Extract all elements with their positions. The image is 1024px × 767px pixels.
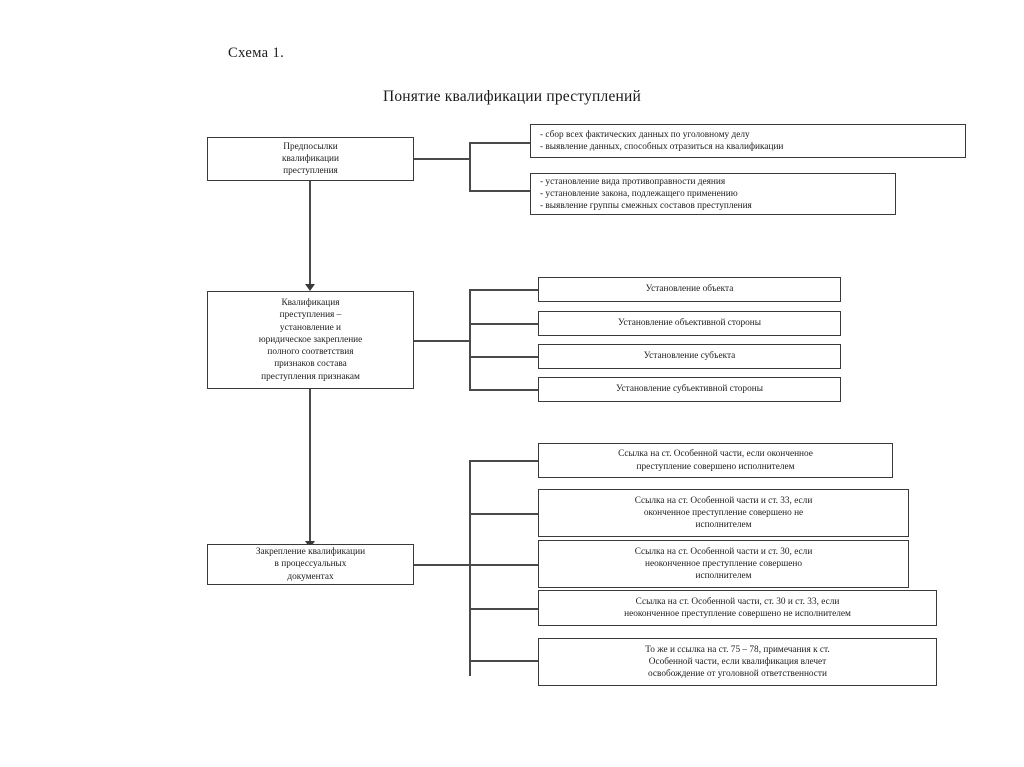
node-qualification-branch-3-label: Установление субъекта xyxy=(643,351,736,362)
connector-premises-spine xyxy=(469,142,471,191)
node-consolidation-branch-1-label: Ссылка на ст. Особенной части, если окон… xyxy=(618,449,813,472)
node-consolidation: Закрепление квалификации в процессуальны… xyxy=(207,544,414,585)
connector-premises-branch-2 xyxy=(469,190,531,192)
connector-premises-stem xyxy=(414,158,470,160)
connector-qualification-stem xyxy=(414,340,470,342)
node-qualification-branch-4: Установление субъективной стороны xyxy=(538,377,841,402)
connector-consolidation-branch-5 xyxy=(469,660,539,662)
node-qualification-branch-1: Установление объекта xyxy=(538,277,841,302)
node-consolidation-branch-2-label: Ссылка на ст. Особенной части и ст. 33, … xyxy=(634,495,813,531)
node-qualification: Квалификация преступления – установление… xyxy=(207,291,414,389)
node-qualification-branch-4-label: Установление субъективной стороны xyxy=(616,384,763,395)
node-consolidation-branch-3: Ссылка на ст. Особенной части и ст. 30, … xyxy=(538,540,909,588)
node-premises-branch-1-label: - сбор всех фактических данных по уголов… xyxy=(540,129,784,152)
connector-consolidation-spine xyxy=(469,460,471,676)
connector-premises-branch-1 xyxy=(469,142,531,144)
connector-consolidation-branch-3 xyxy=(469,564,539,566)
node-consolidation-branch-1: Ссылка на ст. Особенной части, если окон… xyxy=(538,443,893,478)
connector-qualification-to-consolidation xyxy=(309,389,311,543)
node-consolidation-branch-3-label: Ссылка на ст. Особенной части и ст. 30, … xyxy=(634,546,813,582)
node-premises-branch-1: - сбор всех фактических данных по уголов… xyxy=(530,124,966,158)
connector-qualification-branch-4 xyxy=(469,389,539,391)
diagram-title: Понятие квалификации преступлений xyxy=(382,88,642,105)
node-qualification-branch-3: Установление субъекта xyxy=(538,344,841,369)
connector-qualification-branch-3 xyxy=(469,356,539,358)
node-consolidation-branch-4: Ссылка на ст. Особенной части, ст. 30 и … xyxy=(538,590,937,626)
connector-qualification-branch-1 xyxy=(469,289,539,291)
node-premises-branch-2: - установление вида противоправности дея… xyxy=(530,173,896,215)
node-consolidation-label: Закрепление квалификации в процессуальны… xyxy=(255,547,366,582)
connector-qualification-spine xyxy=(469,289,471,390)
connector-consolidation-stem xyxy=(414,564,470,566)
node-qualification-branch-2-label: Установление объективной стороны xyxy=(617,318,761,329)
node-qualification-label: Квалификация преступления – установление… xyxy=(258,298,363,382)
connector-consolidation-branch-1 xyxy=(469,460,539,462)
connector-qualification-branch-2 xyxy=(469,323,539,325)
arrowhead-qualification-icon xyxy=(305,284,315,291)
scheme-label: Схема 1. xyxy=(228,45,285,61)
node-qualification-branch-1-label: Установление объекта xyxy=(645,284,734,295)
node-consolidation-branch-2: Ссылка на ст. Особенной части и ст. 33, … xyxy=(538,489,909,537)
connector-premises-to-qualification xyxy=(309,181,311,286)
connector-consolidation-branch-4 xyxy=(469,608,539,610)
node-premises-label: Предпосылки квалификации преступления xyxy=(281,141,340,177)
node-premises: Предпосылки квалификации преступления xyxy=(207,137,414,181)
node-consolidation-branch-5: То же и ссылка на ст. 75 – 78, примечани… xyxy=(538,638,937,686)
node-qualification-branch-2: Установление объективной стороны xyxy=(538,311,841,336)
node-consolidation-branch-4-label: Ссылка на ст. Особенной части, ст. 30 и … xyxy=(624,596,851,619)
node-premises-branch-2-label: - установление вида противоправности дея… xyxy=(540,176,752,212)
node-consolidation-branch-5-label: То же и ссылка на ст. 75 – 78, примечани… xyxy=(645,644,830,680)
connector-consolidation-branch-2 xyxy=(469,513,539,515)
